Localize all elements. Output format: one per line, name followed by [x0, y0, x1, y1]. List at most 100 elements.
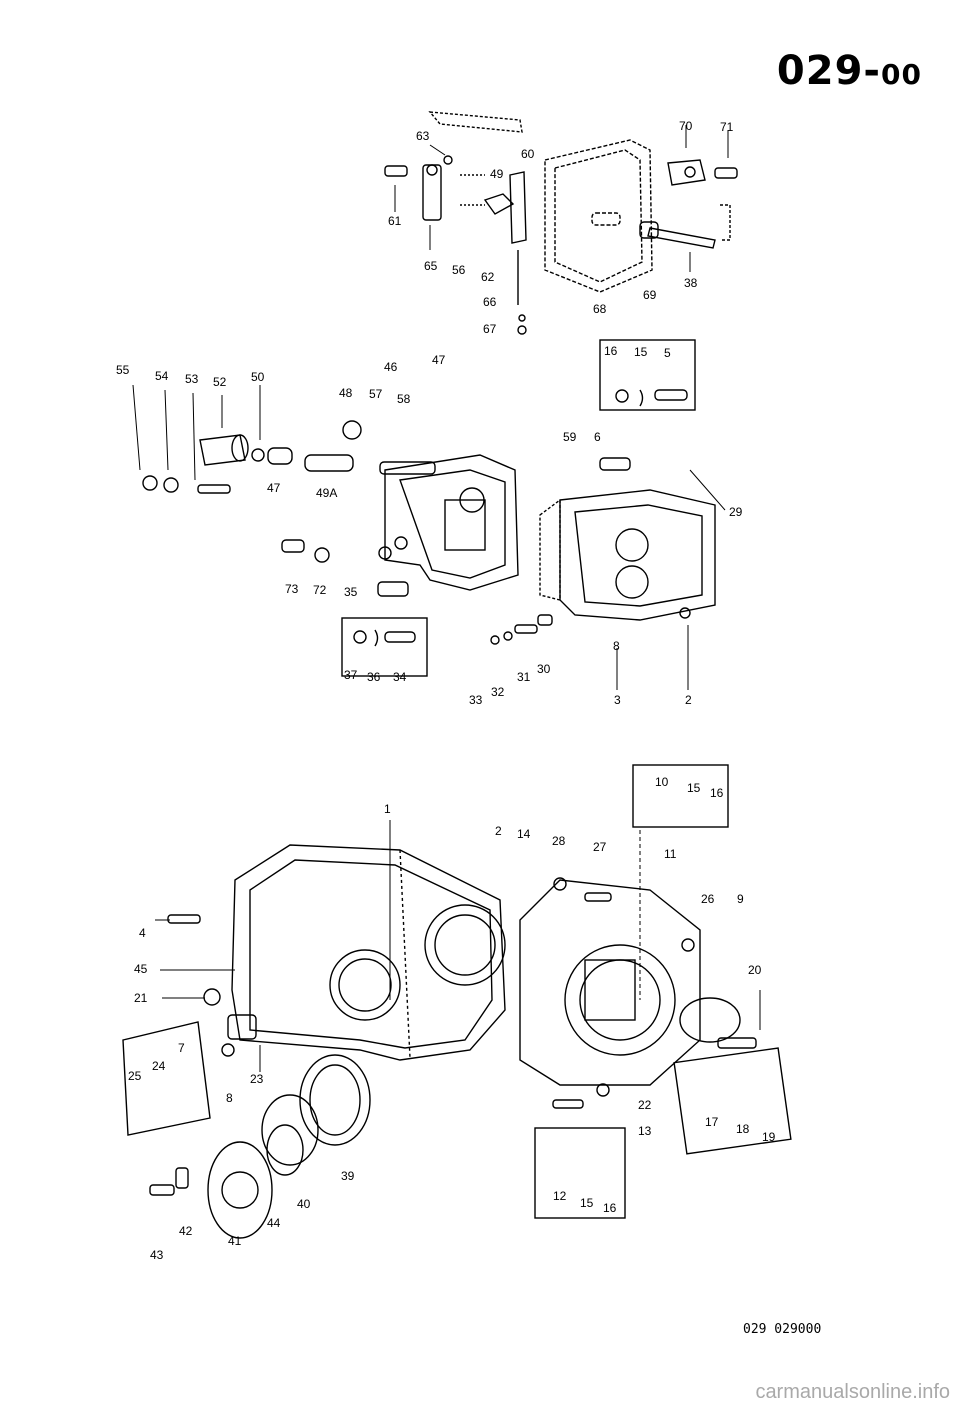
callout-44: 44	[267, 1216, 281, 1230]
callout-5: 5	[664, 346, 671, 360]
callout-42: 42	[179, 1224, 193, 1238]
callout-9: 9	[737, 892, 744, 906]
callout-18: 18	[736, 1122, 750, 1136]
callout-2-top: 2	[685, 693, 692, 707]
callout-35: 35	[344, 585, 358, 599]
callout-70: 70	[679, 119, 693, 133]
callout-45: 45	[134, 962, 148, 976]
callout-16-right: 16	[710, 786, 724, 800]
callout-29: 29	[729, 505, 743, 519]
callout-43: 43	[150, 1248, 164, 1262]
callout-50: 50	[251, 370, 265, 384]
watermark: carmanualsonline.info	[755, 1381, 950, 1403]
callout-68: 68	[593, 302, 607, 316]
callout-57: 57	[369, 387, 383, 401]
callout-73: 73	[285, 582, 299, 596]
figure-code: 029 029000	[743, 1322, 822, 1337]
header-code: 029	[776, 48, 864, 94]
callout-72: 72	[313, 583, 327, 597]
callout-71: 71	[720, 120, 734, 134]
callout-36: 36	[367, 670, 381, 684]
callout-48: 48	[339, 386, 353, 400]
callout-23: 23	[250, 1072, 264, 1086]
callout-15-bottom: 15	[580, 1196, 594, 1210]
callout-53: 53	[185, 372, 199, 386]
transmission-case	[231, 844, 506, 1061]
callout-12: 12	[553, 1189, 567, 1203]
callout-37: 37	[344, 668, 358, 682]
callout-20: 20	[748, 963, 762, 977]
callout-17: 17	[705, 1115, 719, 1129]
callout-27: 27	[593, 840, 607, 854]
callout-28: 28	[552, 834, 566, 848]
callout-30: 30	[537, 662, 551, 676]
selector-lever-parts	[639, 159, 738, 249]
callout-25: 25	[128, 1069, 142, 1083]
callout-8-bottom: 8	[226, 1091, 233, 1105]
callout-46: 46	[384, 360, 398, 374]
callout-14: 14	[517, 827, 531, 841]
callout-60: 60	[521, 147, 535, 161]
callout-4: 4	[139, 926, 146, 940]
callout-26: 26	[701, 892, 715, 906]
callout-19: 19	[762, 1130, 776, 1144]
callout-38: 38	[684, 276, 698, 290]
callout-24: 24	[152, 1059, 166, 1073]
callout-21: 21	[134, 991, 148, 1005]
callout-58: 58	[397, 392, 411, 406]
callout-3: 3	[614, 693, 621, 707]
callout-16-bottom: 16	[603, 1201, 617, 1215]
callout-63: 63	[416, 129, 430, 143]
callout-69: 69	[643, 288, 657, 302]
callout-2-bottom: 2	[495, 824, 502, 838]
small-detent-parts	[490, 614, 553, 645]
parts-boxes-bottom	[122, 764, 792, 1219]
callout-39: 39	[341, 1169, 355, 1183]
callout-7: 7	[178, 1041, 185, 1055]
clutch-housing	[539, 457, 716, 621]
callout-59: 59	[563, 430, 577, 444]
detent-box-left	[341, 617, 428, 677]
callout-61: 61	[388, 214, 402, 228]
callout-32: 32	[491, 685, 505, 699]
callout-11: 11	[664, 847, 677, 861]
callout-49A: 49A	[316, 486, 337, 500]
header-suffix: 00	[881, 58, 922, 91]
callout-49: 49	[490, 167, 504, 181]
transmission-side-cover	[519, 879, 701, 1086]
callout-8-top: 8	[613, 639, 620, 653]
gearshift-housing	[379, 454, 519, 591]
callout-10: 10	[655, 775, 669, 789]
callout-34: 34	[393, 670, 407, 684]
shift-rod-assembly	[384, 111, 527, 335]
callout-67: 67	[483, 322, 497, 336]
header-separator: -	[863, 48, 882, 94]
callout-31: 31	[517, 670, 531, 684]
callout-6: 6	[594, 430, 601, 444]
detent-box-right	[599, 339, 696, 411]
leader-lines	[132, 125, 761, 1072]
callout-62: 62	[481, 270, 495, 284]
callout-52: 52	[213, 375, 227, 389]
callout-16-top: 16	[604, 344, 618, 358]
callout-40: 40	[297, 1197, 311, 1211]
callout-15-top: 15	[634, 345, 648, 359]
callout-1: 1	[384, 802, 391, 816]
gear-carrier-cover	[544, 139, 653, 293]
callout-47-left: 47	[267, 481, 281, 495]
callout-65: 65	[424, 259, 438, 273]
callout-41: 41	[228, 1234, 242, 1248]
callout-labels: 63 60 70 71 49 61 65 56 62 38 69 68 66 6…	[116, 119, 776, 1262]
callout-66: 66	[483, 295, 497, 309]
callout-55: 55	[116, 363, 130, 377]
callout-54: 54	[155, 369, 169, 383]
callout-15-right: 15	[687, 781, 701, 795]
callout-22: 22	[638, 1098, 652, 1112]
diagram-header: 029-00	[777, 48, 922, 94]
callout-56: 56	[452, 263, 466, 277]
bearing-and-ring-parts	[149, 877, 757, 1239]
callout-47-top: 47	[432, 353, 446, 367]
selector-shaft-parts	[142, 420, 409, 597]
